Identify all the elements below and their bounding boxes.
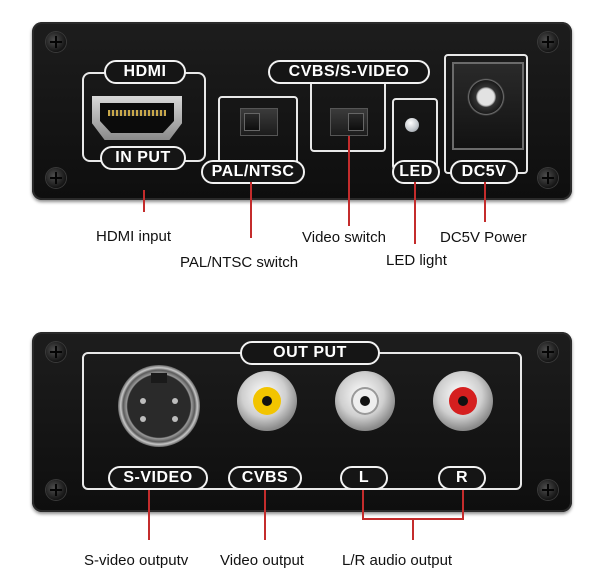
callout-line [484,182,486,222]
switch-knob [244,113,260,131]
callout-line [264,490,266,540]
callout-line [362,490,364,520]
svideo-key [151,373,167,383]
lr-audio-output-callout: L/R audio output [342,552,453,569]
pal-ntsc-switch-callout: PAL/NTSC switch [180,254,299,271]
callout-line [148,490,150,540]
r-jack-hole [458,396,468,406]
screw-icon [46,168,66,188]
dc5v-label: DC5V [450,160,518,184]
callout-line [250,182,252,238]
svideo-label: S-VIDEO [108,466,208,490]
dc-jack-housing [452,62,524,150]
screw-icon [46,342,66,362]
dc5v-power-callout: DC5V Power [440,229,527,246]
callout-line [348,136,350,226]
callout-line [462,490,464,520]
svideo-pin [140,416,146,422]
screw-icon [538,480,558,500]
dc-jack [467,78,505,116]
r-label: R [438,466,486,490]
l-label: L [340,466,388,490]
screw-icon [538,168,558,188]
video-output-callout: Video output [220,552,304,569]
screw-icon [46,480,66,500]
callout-line [412,518,414,540]
screw-icon [538,32,558,52]
svideo-pin [172,398,178,404]
led-light-callout: LED light [386,252,447,269]
callout-line [414,182,416,244]
pal-ntsc-switch[interactable] [240,108,278,136]
svideo-pin [140,398,146,404]
callout-line [143,190,145,212]
cvbs-svideo-label: CVBS/S-VIDEO [268,60,430,84]
l-jack-hole [360,396,370,406]
led-label: LED [392,160,440,184]
input-label: IN PUT [100,146,186,170]
output-label: OUT PUT [240,341,380,365]
screw-icon [538,342,558,362]
screw-icon [46,32,66,52]
pal-ntsc-label: PAL/NTSC [201,160,305,184]
video-switch[interactable] [330,108,368,136]
hdmi-input-callout: HDMI input [96,228,172,245]
hdmi-port-inner [100,103,174,133]
cvbs-label: CVBS [228,466,302,490]
svideo-pin [172,416,178,422]
video-switch-callout: Video switch [302,229,386,246]
cvbs-jack-hole [262,396,272,406]
hdmi-label: HDMI [104,60,186,84]
switch-knob [348,113,364,131]
led-indicator [405,118,419,132]
svideo-output-callout: S-video outputv [84,552,189,569]
hdmi-pins [108,110,166,116]
